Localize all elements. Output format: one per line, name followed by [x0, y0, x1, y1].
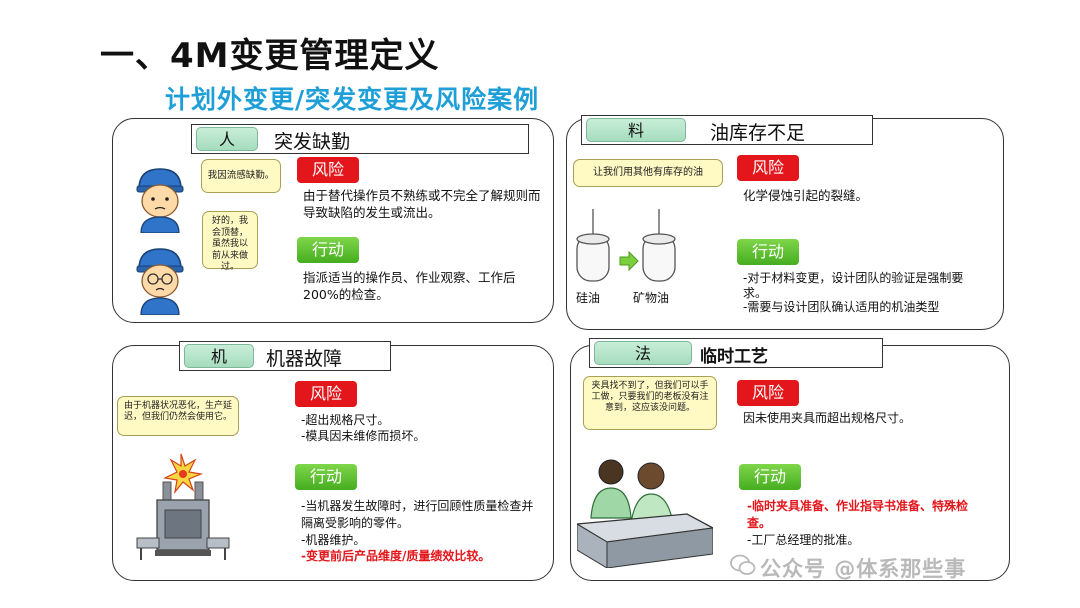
- risk-badge-material: 风险: [737, 155, 799, 181]
- panel-man-header: 人 突发缺勤: [191, 124, 529, 154]
- label-mineral-oil: 矿物油: [633, 291, 670, 305]
- header-material: 油库存不足: [710, 122, 806, 144]
- wechat-icon: [730, 554, 756, 575]
- action-line-material-2: -需要与设计团队确认适用的机油类型: [743, 300, 940, 314]
- workers-table-icon: [577, 459, 713, 568]
- speech-bubble-man-2: 好的，我会顶替，虽然我以前从来做过。: [202, 211, 258, 272]
- risk-badge-method: 风险: [737, 380, 799, 406]
- watermark-text: 公众号 @体系那些事: [760, 557, 967, 581]
- panel-material-header: 料 油库存不足: [581, 115, 873, 145]
- action-highlight-machine: -变更前后产品维度/质量绩效比较。: [301, 549, 491, 563]
- action-line-material-1: -对于材料变更，设计团队的验证是强制要求。: [743, 271, 964, 300]
- broken-machine-icon: [136, 453, 230, 560]
- action-highlight-method: -临时夹具准备、作业指导书准备、特殊检查。: [747, 499, 968, 530]
- action-badge-material: 行动: [737, 239, 799, 265]
- arrow-right-icon: [619, 251, 639, 271]
- page-title: 一、4M变更管理定义: [100, 36, 440, 76]
- action-text-man: 指派适当的操作员、作业观察、工作后200%的检查。: [303, 270, 516, 302]
- worker-icon: [136, 168, 184, 233]
- tag-machine: 机: [184, 344, 254, 368]
- tag-man: 人: [196, 127, 258, 151]
- action-line-machine-2: -机器维护。: [301, 533, 366, 547]
- action-line-machine-1: -当机器发生故障时，进行回顾性质量检查并隔离受影响的零件。: [301, 499, 534, 530]
- risk-line-machine-1: -超出规格尺寸。: [301, 413, 390, 427]
- panel-machine-header: 机 机器故障: [179, 341, 391, 371]
- speech-bubble-machine: 由于机器状况恶化，生产延迟，但我们仍然会使用它。: [117, 396, 239, 436]
- action-line-method: -工厂总经理的批准。: [747, 533, 860, 547]
- risk-badge-machine: 风险: [295, 381, 357, 407]
- action-badge-man: 行动: [297, 237, 359, 263]
- panel-method-header: 法 临时工艺: [589, 338, 883, 368]
- risk-text-method: 因未使用夹具而超出规格尺寸。: [743, 411, 912, 425]
- oil-bottle-icon: [576, 209, 610, 282]
- speech-bubble-material: 让我们用其他有库存的油: [573, 159, 723, 187]
- panel-man: 人 突发缺勤 我因流感缺勤。 好的，我会顶替，虽然我以前从来做过。 风险 由于替…: [112, 118, 554, 323]
- tag-method: 法: [594, 341, 692, 365]
- action-badge-machine: 行动: [295, 464, 357, 490]
- speech-bubble-man-1: 我因流感缺勤。: [201, 159, 281, 193]
- risk-badge-man: 风险: [297, 157, 359, 183]
- risk-line-machine-2: -模具因未维修而损坏。: [301, 429, 426, 443]
- header-man: 突发缺勤: [274, 131, 351, 153]
- worker-glasses-icon: [136, 248, 184, 315]
- header-machine: 机器故障: [266, 348, 343, 370]
- oil-bottle-icon: [642, 209, 676, 282]
- panel-material: 料 油库存不足 让我们用其他有库存的油 硅油 矿物油 风险 化学侵蚀引起的裂缝。…: [566, 115, 1004, 330]
- panel-method: 法 临时工艺 夹具找不到了，但我们可以手工做，只要我们的老板没有注意到，这应该没…: [570, 338, 1010, 581]
- label-silicone-oil: 硅油: [576, 291, 601, 305]
- speech-bubble-method: 夹具找不到了，但我们可以手工做，只要我们的老板没有注意到，这应该没问题。: [583, 376, 717, 430]
- header-method: 临时工艺: [700, 347, 768, 367]
- panel-machine: 机 机器故障 由于机器状况恶化，生产延迟，但我们仍然会使用它。 风险 -超出规格…: [112, 341, 554, 581]
- tag-material: 料: [586, 118, 686, 142]
- risk-text-material: 化学侵蚀引起的裂缝。: [743, 188, 869, 203]
- action-badge-method: 行动: [739, 464, 801, 490]
- risk-text-man: 由于替代操作员不熟练或不完全了解规则而导致缺陷的发生或流出。: [303, 188, 541, 220]
- page-subtitle: 计划外变更/突发变更及风险案例: [165, 85, 540, 114]
